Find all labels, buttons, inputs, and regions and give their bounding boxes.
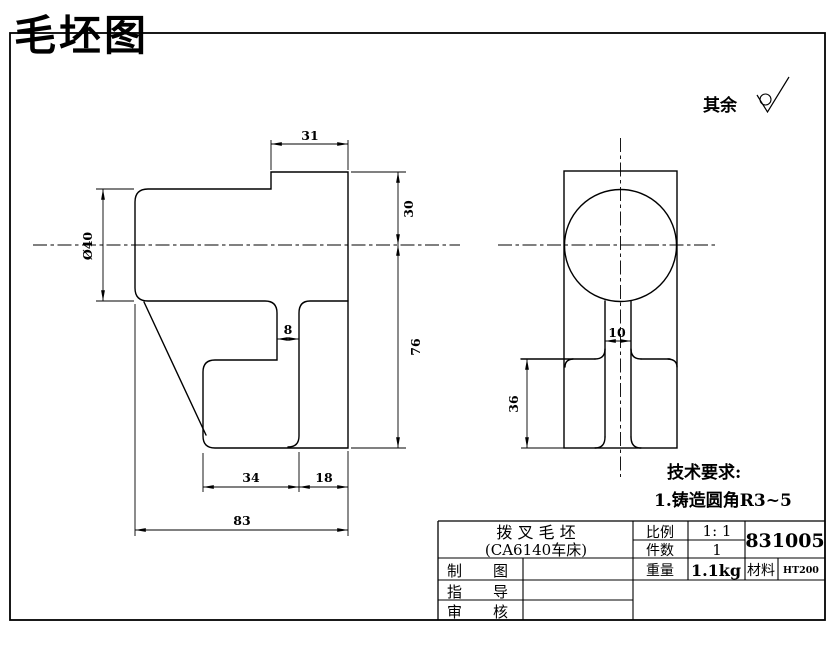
tech-req-heading: 技术要求: (667, 462, 741, 483)
shoulder-wall-fillet-left (564, 358, 574, 368)
qty-label: 件数 (646, 543, 674, 559)
weight-label: 重量 (646, 563, 674, 579)
page-title: 毛坯图 (14, 11, 149, 60)
front-view-outline (134, 171, 349, 449)
side-view: 10 36 (498, 138, 718, 477)
front-view-slot-outline (287, 300, 349, 448)
part-name: 拨 叉 毛 坯 (496, 523, 575, 542)
material-value: HT200 (783, 565, 819, 576)
drawing-number: 831005 (745, 530, 824, 552)
stem-fillet-bottom-left (594, 436, 606, 449)
scale-label: 比例 (646, 525, 674, 541)
dim-text-8: 8 (284, 322, 293, 337)
material-label: 材料 (747, 563, 775, 579)
surface-finish-note: 其余 (703, 76, 790, 116)
shoulder-wall-fillet-right (667, 358, 678, 368)
dim-text-30: 30 (401, 200, 416, 218)
dim-text-31: 31 (301, 128, 318, 143)
dim-text-d40: Ø40 (80, 232, 95, 261)
qty-value: 1 (712, 541, 722, 559)
dim-text-36: 36 (506, 395, 521, 413)
stem-fillet-top-right (630, 348, 642, 360)
roughness-circle-icon (759, 93, 772, 106)
part-spec: (CA6140车床) (485, 541, 587, 559)
tech-requirements: 技术要求: 1.铸造圆角R3~5 (654, 462, 792, 511)
surface-finish-label: 其余 (703, 95, 738, 116)
side-view-hub-circle (563, 188, 678, 303)
title-block: 拨 叉 毛 坯 (CA6140车床) 比例 1: 1 件数 1 831005 重… (437, 520, 825, 621)
dim-text-76: 76 (408, 338, 423, 356)
reviewer-label: 审 核 (447, 603, 516, 621)
dim-text-10: 10 (608, 325, 626, 340)
stem-fillet-top-left (594, 348, 606, 360)
side-view-body-outline (563, 170, 678, 449)
stem-fillet-bottom-right (630, 436, 642, 449)
roughness-icon (756, 76, 790, 114)
weight-value: 1.1kg (691, 561, 741, 580)
dim-text-34: 34 (242, 470, 260, 485)
dim-text-83: 83 (233, 513, 250, 528)
drafter-label: 制 图 (447, 562, 516, 580)
front-view: 31 30 76 Ø40 8 34 18 83 (33, 128, 460, 536)
sheet-border (9, 32, 826, 621)
front-view-rib-line (143, 301, 207, 436)
tech-req-item-1: 1.铸造圆角R3~5 (654, 490, 792, 511)
scale-value: 1: 1 (703, 522, 732, 540)
supervisor-label: 指 导 (447, 583, 516, 601)
dim-text-18: 18 (315, 470, 333, 485)
